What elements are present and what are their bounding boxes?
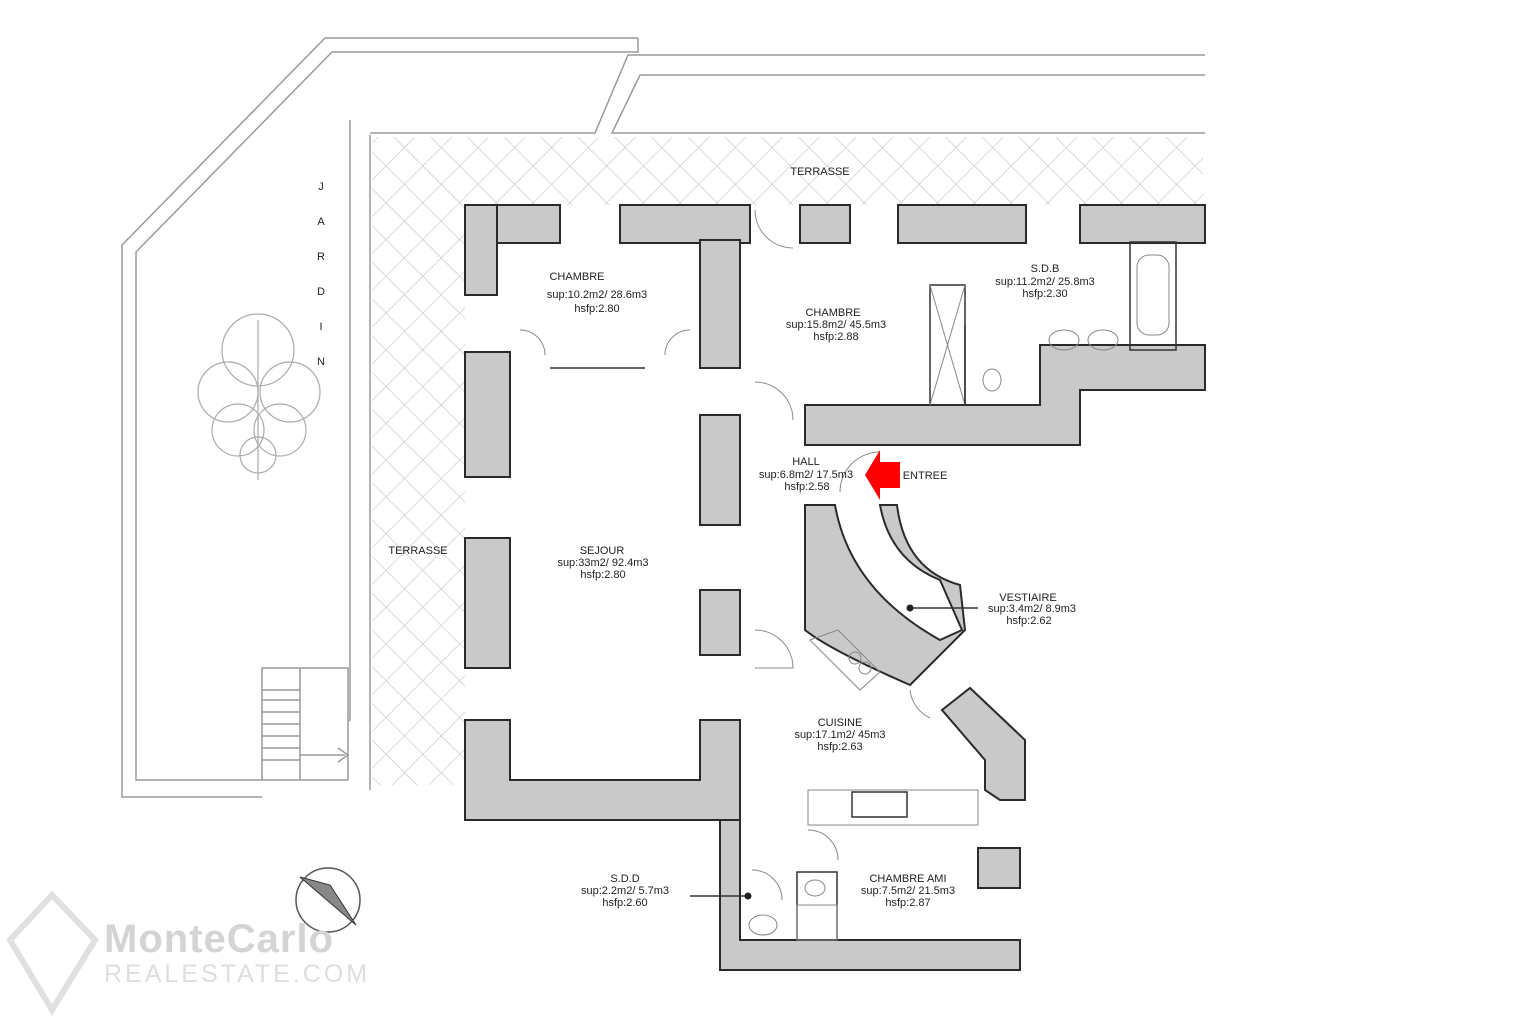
doors: [519, 209, 931, 901]
svg-text:sup:33m2/ 92.4m3: sup:33m2/ 92.4m3: [557, 557, 648, 569]
svg-text:SEJOUR: SEJOUR: [580, 545, 625, 557]
svg-text:hsfp:2.88: hsfp:2.88: [813, 331, 858, 343]
svg-text:MonteCarlo: MonteCarlo: [104, 917, 334, 961]
svg-text:R: R: [317, 251, 325, 263]
svg-text:hsfp:2.80: hsfp:2.80: [580, 569, 625, 581]
svg-text:hsfp:2.30: hsfp:2.30: [1022, 288, 1067, 300]
room-sejour: SEJOUR sup:33m2/ 92.4m3 hsfp:2.80: [557, 545, 648, 581]
room-hall: HALL sup:6.8m2/ 17.5m3 hsfp:2.58: [759, 456, 853, 493]
walls: [464, 204, 1206, 971]
svg-text:hsfp:2.58: hsfp:2.58: [784, 481, 829, 493]
svg-text:hsfp:2.60: hsfp:2.60: [602, 897, 647, 909]
svg-text:hsfp:2.63: hsfp:2.63: [817, 741, 862, 753]
svg-text:REALESTATE.COM: REALESTATE.COM: [104, 960, 370, 988]
terrace-top-label: TERRASSE: [790, 166, 849, 178]
svg-text:CHAMBRE: CHAMBRE: [805, 307, 860, 319]
svg-text:CHAMBRE: CHAMBRE: [549, 271, 604, 283]
room-chambre-2: CHAMBRE sup:15.8m2/ 45.5m3 hsfp:2.88: [786, 307, 886, 343]
svg-text:hsfp:2.87: hsfp:2.87: [885, 897, 930, 909]
tree-icon: [197, 313, 321, 480]
garden-label: J A R D I N: [317, 181, 325, 368]
svg-text:VESTIAIRE: VESTIAIRE: [999, 592, 1056, 604]
garden-boundary: [121, 37, 639, 798]
svg-text:hsfp:2.62: hsfp:2.62: [1006, 615, 1051, 627]
svg-text:A: A: [317, 216, 325, 228]
svg-text:sup:6.8m2/ 17.5m3: sup:6.8m2/ 17.5m3: [759, 469, 853, 481]
watermark-logo: MonteCarlo REALESTATE.COM: [6, 890, 370, 1016]
svg-text:D: D: [317, 286, 325, 298]
svg-text:sup:17.1m2/ 45m3: sup:17.1m2/ 45m3: [794, 729, 885, 741]
upper-boundary: [370, 54, 1205, 134]
compass-icon: [295, 867, 361, 933]
entrance-arrow-icon: [865, 450, 900, 500]
terrace-left-label: TERRASSE: [388, 545, 447, 557]
svg-text:sup:11.2m2/ 25.8m3: sup:11.2m2/ 25.8m3: [995, 276, 1094, 288]
room-sdd: S.D.D sup:2.2m2/ 5.7m3 hsfp:2.60: [581, 873, 669, 909]
stairs: [261, 667, 350, 781]
room-vestiaire: VESTIAIRE sup:3.4m2/ 8.9m3 hsfp:2.62: [988, 592, 1076, 627]
room-chambre-ami: CHAMBRE AMI sup:7.5m2/ 21.5m3 hsfp:2.87: [861, 873, 955, 909]
svg-text:J: J: [318, 181, 324, 193]
room-sdb: S.D.B sup:11.2m2/ 25.8m3 hsfp:2.30: [995, 263, 1094, 300]
svg-text:sup:10.2m2/ 28.6m3: sup:10.2m2/ 28.6m3: [547, 289, 647, 301]
svg-text:sup:7.5m2/ 21.5m3: sup:7.5m2/ 21.5m3: [861, 885, 955, 897]
svg-text:S.D.B: S.D.B: [1031, 263, 1060, 275]
svg-text:N: N: [317, 356, 325, 368]
svg-text:I: I: [319, 321, 322, 333]
svg-text:CHAMBRE AMI: CHAMBRE AMI: [869, 873, 946, 885]
svg-text:HALL: HALL: [792, 456, 820, 468]
room-chambre-1: CHAMBRE sup:10.2m2/ 28.6m3 hsfp:2.80: [547, 271, 647, 315]
svg-text:sup:3.4m2/ 8.9m3: sup:3.4m2/ 8.9m3: [988, 603, 1076, 615]
terrace-area: [372, 137, 1203, 785]
svg-text:sup:2.2m2/ 5.7m3: sup:2.2m2/ 5.7m3: [581, 885, 669, 897]
svg-text:hsfp:2.80: hsfp:2.80: [574, 303, 619, 315]
entrance-label: ENTREE: [903, 470, 948, 482]
room-cuisine: CUISINE sup:17.1m2/ 45m3 hsfp:2.63: [794, 717, 885, 753]
svg-text:sup:15.8m2/ 45.5m3: sup:15.8m2/ 45.5m3: [786, 319, 886, 331]
interior-lines: [550, 241, 1177, 941]
svg-text:S.D.D: S.D.D: [610, 873, 639, 885]
svg-text:CUISINE: CUISINE: [818, 717, 863, 729]
